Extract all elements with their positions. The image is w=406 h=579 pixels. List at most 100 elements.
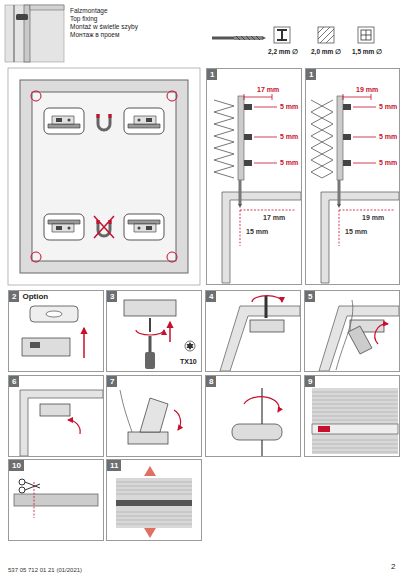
window-overview bbox=[128, 124, 160, 128]
dimension-label: 15 mm bbox=[344, 228, 368, 235]
step-number: 9 bbox=[305, 376, 315, 387]
step-11-drawing bbox=[116, 500, 192, 506]
step-8-drawing bbox=[232, 388, 282, 456]
tool-label: TX10 bbox=[180, 358, 197, 365]
dimension-label: 17 mm bbox=[262, 214, 286, 221]
step-6-drawing bbox=[68, 420, 80, 434]
step-9-drawing bbox=[312, 424, 398, 434]
drill-bit bbox=[212, 37, 234, 40]
step-2-drawing bbox=[83, 328, 85, 358]
window-overview bbox=[56, 118, 62, 122]
step-panel: 11 bbox=[106, 459, 202, 541]
window-overview bbox=[44, 108, 84, 134]
step-3-drawing bbox=[149, 318, 151, 332]
step-number: 8 bbox=[206, 376, 216, 387]
dimension-label: 5 mm bbox=[378, 103, 398, 110]
frame-thumbnail bbox=[5, 5, 64, 62]
drill-size: 1,5 mm ∅ bbox=[352, 49, 382, 56]
step-9-drawing bbox=[312, 392, 398, 452]
window-overview bbox=[31, 91, 41, 101]
step-3-drawing bbox=[185, 341, 195, 351]
section-honeycomb bbox=[311, 94, 399, 283]
step-4-drawing bbox=[220, 296, 300, 371]
drill-size: 2,2 mm ∅ bbox=[268, 49, 298, 56]
step-7-drawing bbox=[140, 398, 168, 432]
step-number: 1 bbox=[207, 69, 217, 80]
step-10-drawing bbox=[25, 482, 40, 490]
section-pleated bbox=[244, 134, 252, 140]
step-5-drawing bbox=[375, 324, 388, 344]
step-7-drawing bbox=[120, 390, 132, 432]
step-panel: 1 bbox=[305, 68, 400, 285]
frame-thumbnail bbox=[30, 5, 64, 10]
drill-bit bbox=[262, 36, 266, 40]
step-3-drawing bbox=[124, 300, 176, 316]
window-overview bbox=[124, 108, 164, 134]
window-overview bbox=[44, 214, 84, 240]
section-honeycomb bbox=[321, 192, 399, 283]
window-overview bbox=[124, 108, 164, 134]
heading-text: Montaż w świetle szyby bbox=[70, 24, 138, 31]
step-8-drawing bbox=[244, 397, 279, 412]
section-pleated bbox=[244, 104, 252, 110]
step-panel: 4 bbox=[205, 290, 301, 372]
material-icon bbox=[361, 30, 371, 40]
dimension-label: 5 mm bbox=[378, 133, 398, 140]
step-3-drawing bbox=[169, 322, 171, 342]
step-number: 7 bbox=[107, 376, 117, 387]
window-overview bbox=[134, 116, 156, 124]
window-overview bbox=[20, 80, 188, 273]
step-number: 3 bbox=[107, 291, 117, 302]
window-overview bbox=[48, 220, 80, 224]
window-overview bbox=[8, 68, 200, 285]
step-3-drawing bbox=[187, 342, 194, 350]
step-panel: 7 bbox=[106, 375, 202, 457]
window-overview bbox=[52, 224, 74, 232]
step-7-drawing bbox=[128, 432, 168, 444]
window-overview bbox=[68, 119, 71, 122]
section-honeycomb bbox=[343, 94, 371, 100]
dimension-label: 5 mm bbox=[279, 133, 299, 140]
material-icon bbox=[358, 27, 374, 43]
section-honeycomb bbox=[353, 107, 376, 163]
window-overview bbox=[128, 220, 160, 224]
section-honeycomb bbox=[337, 96, 343, 180]
step-6-drawing bbox=[20, 390, 103, 456]
step-8-drawing bbox=[232, 424, 282, 440]
material-icon bbox=[318, 27, 334, 43]
section-honeycomb bbox=[337, 204, 341, 208]
section-pleated bbox=[244, 160, 252, 166]
section-honeycomb bbox=[322, 100, 333, 178]
material-icon bbox=[274, 27, 374, 43]
dimension-label: 15 mm bbox=[245, 228, 269, 235]
section-honeycomb bbox=[343, 160, 351, 166]
drill-bit bbox=[236, 36, 260, 40]
step-panel: 5 bbox=[304, 290, 400, 372]
step-panel: 6 bbox=[8, 375, 104, 457]
step-number: 10 bbox=[9, 460, 24, 471]
frame-thumbnail bbox=[14, 5, 15, 62]
step-4-drawing bbox=[252, 296, 282, 302]
dimension-label: 5 mm bbox=[279, 159, 299, 166]
frame-thumbnail bbox=[16, 14, 28, 20]
window-overview bbox=[98, 114, 110, 118]
step-panel: 8 bbox=[205, 375, 301, 457]
step-number: 1 bbox=[306, 69, 316, 80]
step-10-drawing bbox=[34, 482, 35, 518]
step-panel: 9 bbox=[304, 375, 400, 457]
step-10-drawing bbox=[19, 479, 25, 485]
document-number: 537 05 712 01 21 (01/2021) bbox=[8, 567, 82, 573]
step-number: 4 bbox=[206, 291, 216, 302]
material-icon bbox=[318, 27, 334, 43]
step-6-drawing bbox=[20, 390, 103, 456]
window-overview bbox=[48, 124, 80, 128]
step-6-drawing bbox=[40, 404, 70, 416]
section-pleated bbox=[239, 180, 242, 204]
window-overview bbox=[68, 227, 71, 230]
step-4-drawing bbox=[220, 306, 300, 371]
step-11-drawing bbox=[116, 466, 192, 538]
section-honeycomb bbox=[343, 134, 351, 140]
step-9-drawing bbox=[312, 388, 398, 454]
step-number: 2 bbox=[9, 291, 19, 302]
section-honeycomb bbox=[339, 210, 395, 246]
